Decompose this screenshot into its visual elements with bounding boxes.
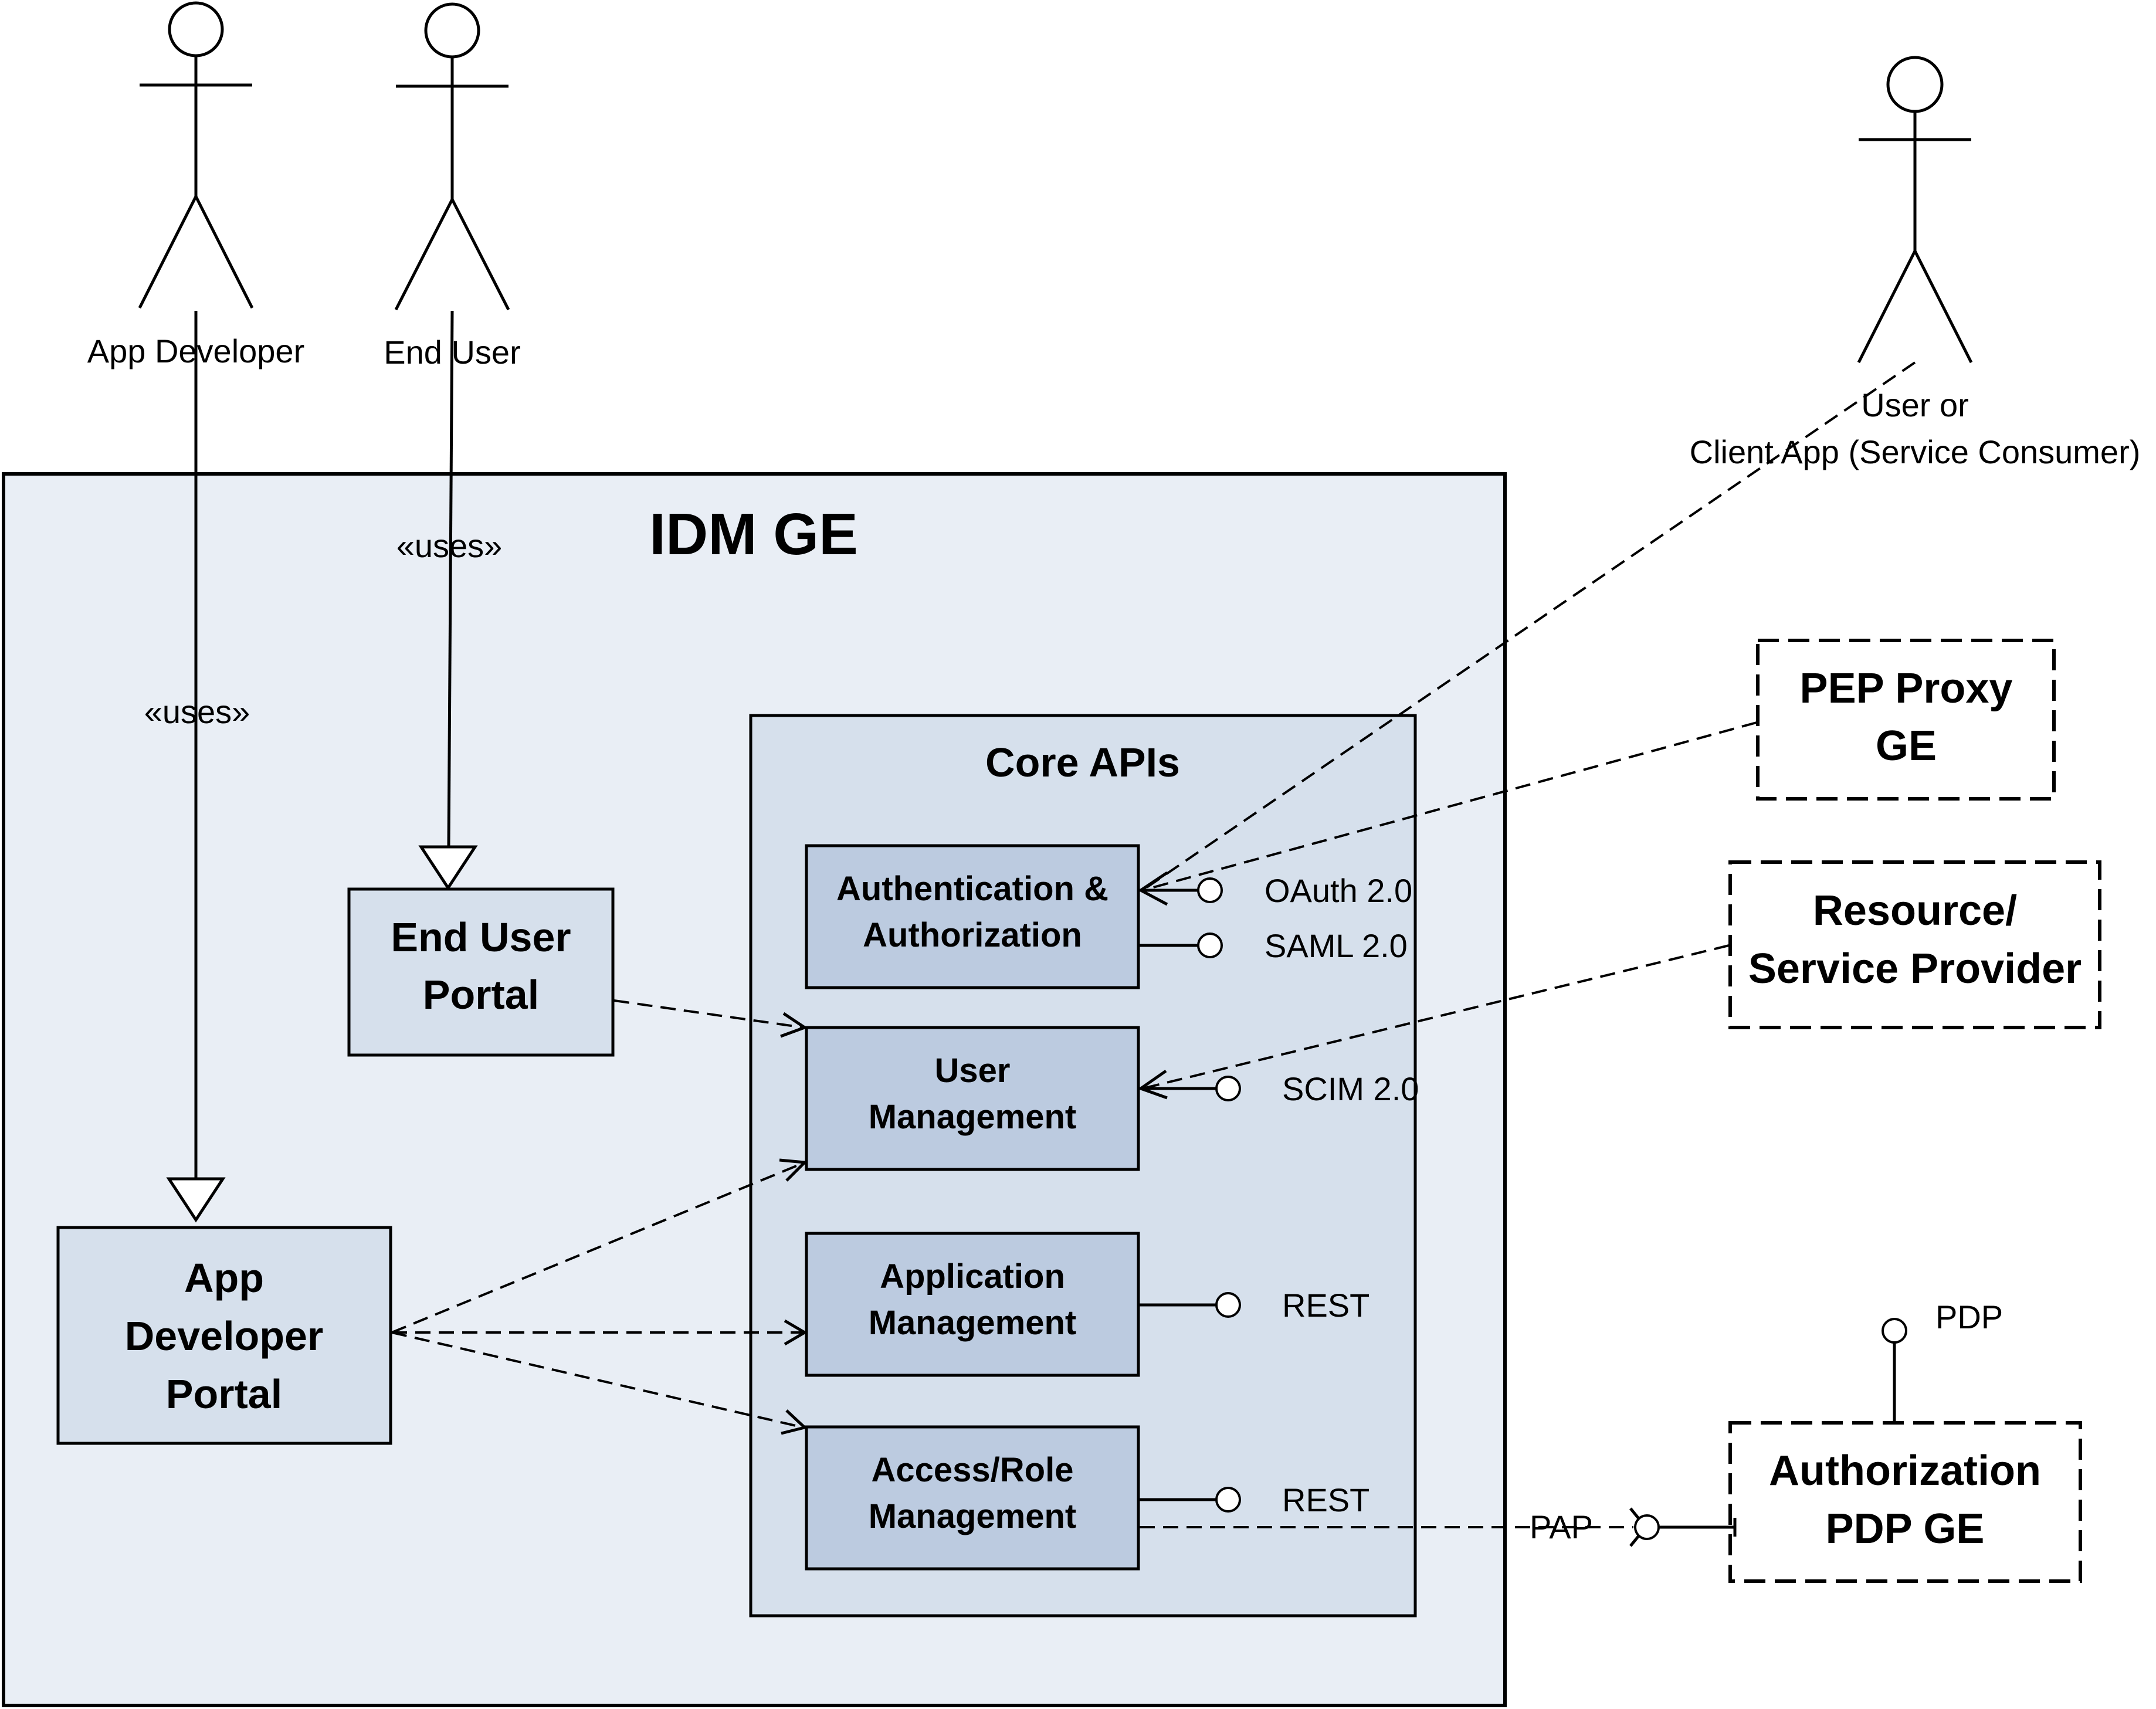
saml-label: SAML 2.0 bbox=[1265, 927, 1408, 964]
app-dev-portal-line1: App bbox=[184, 1255, 264, 1301]
pep-proxy-to-oauth-link bbox=[1142, 721, 1757, 891]
end-user-portal-line1: End User bbox=[391, 914, 571, 960]
uses-app-developer-link bbox=[166, 311, 226, 1223]
scim-label: SCIM 2.0 bbox=[1282, 1070, 1419, 1107]
uses-end-user-link bbox=[418, 310, 478, 891]
end-user-portal-box bbox=[347, 887, 615, 1057]
user-mgmt-label-line2: Management bbox=[869, 1098, 1077, 1136]
auth-pdp-line1: Authorization bbox=[1769, 1447, 2041, 1494]
auth-box bbox=[805, 844, 1140, 989]
app-dev-portal-to-user-mgmt bbox=[391, 1158, 808, 1334]
pep-proxy-line1: PEP Proxy bbox=[1800, 665, 2013, 712]
app-dev-portal-line3: Portal bbox=[166, 1371, 282, 1417]
access-mgmt-label-line2: Management bbox=[869, 1497, 1077, 1535]
resource-service-provider-box bbox=[1728, 860, 2101, 1029]
rest-access-interface bbox=[1140, 1487, 1241, 1513]
app-developer-portal-box bbox=[56, 1226, 392, 1445]
uses-label-app-developer: «uses» bbox=[144, 693, 250, 730]
pdp-interface bbox=[1882, 1318, 1907, 1423]
end-user-actor bbox=[394, 2, 510, 311]
app-mgmt-label-line1: Application bbox=[880, 1257, 1065, 1296]
rsp-to-scim-link bbox=[1137, 944, 1730, 1100]
pap-link bbox=[1140, 1507, 1737, 1547]
idm-ge-title: IDM GE bbox=[649, 501, 858, 567]
access-role-management-box bbox=[805, 1425, 1140, 1571]
application-management-box bbox=[805, 1232, 1140, 1377]
access-mgmt-label-line1: Access/Role bbox=[872, 1451, 1074, 1489]
service-consumer-label-line1: User or bbox=[1861, 386, 1969, 423]
end-user-portal-to-user-mgmt bbox=[613, 999, 808, 1038]
pap-label: PAP bbox=[1530, 1508, 1593, 1545]
consumer-to-oauth-link bbox=[1141, 361, 1916, 891]
saml-interface bbox=[1140, 933, 1223, 958]
rsp-line1: Resource/ bbox=[1813, 887, 2017, 934]
app-mgmt-label-line2: Management bbox=[869, 1304, 1077, 1342]
user-management-box bbox=[805, 1026, 1140, 1171]
oauth-label: OAuth 2.0 bbox=[1265, 872, 1412, 909]
uses-label-end-user: «uses» bbox=[396, 527, 503, 564]
pep-proxy-line2: GE bbox=[1876, 723, 1937, 769]
auth-pdp-line2: PDP GE bbox=[1826, 1505, 1985, 1552]
app-dev-portal-line2: Developer bbox=[125, 1313, 323, 1359]
service-consumer-actor bbox=[1857, 56, 1973, 364]
core-apis-title: Core APIs bbox=[985, 740, 1180, 785]
oauth-interface bbox=[1140, 877, 1223, 903]
authorization-pdp-ge-box bbox=[1728, 1421, 2082, 1583]
auth-arrowhead bbox=[1138, 871, 1168, 906]
app-dev-portal-to-access-mgmt bbox=[391, 1331, 808, 1435]
rest-app-label: REST bbox=[1282, 1287, 1369, 1324]
scim-interface bbox=[1140, 1076, 1241, 1101]
pep-proxy-ge-box bbox=[1756, 639, 2056, 801]
auth-label-line2: Authorization bbox=[863, 916, 1082, 954]
app-developer-actor bbox=[138, 1, 254, 309]
pdp-label: PDP bbox=[1935, 1298, 2003, 1335]
end-user-portal-line2: Portal bbox=[423, 972, 539, 1018]
app-dev-portal-to-app-mgmt bbox=[392, 1319, 808, 1346]
auth-label-line1: Authentication & bbox=[836, 870, 1108, 908]
user-mgmt-label-line1: User bbox=[935, 1052, 1011, 1090]
service-consumer-label-line2: Client App (Service Consumer) bbox=[1690, 433, 2141, 470]
rsp-line2: Service Provider bbox=[1748, 945, 2082, 992]
rest-access-label: REST bbox=[1282, 1481, 1369, 1518]
rest-app-interface bbox=[1140, 1292, 1241, 1318]
